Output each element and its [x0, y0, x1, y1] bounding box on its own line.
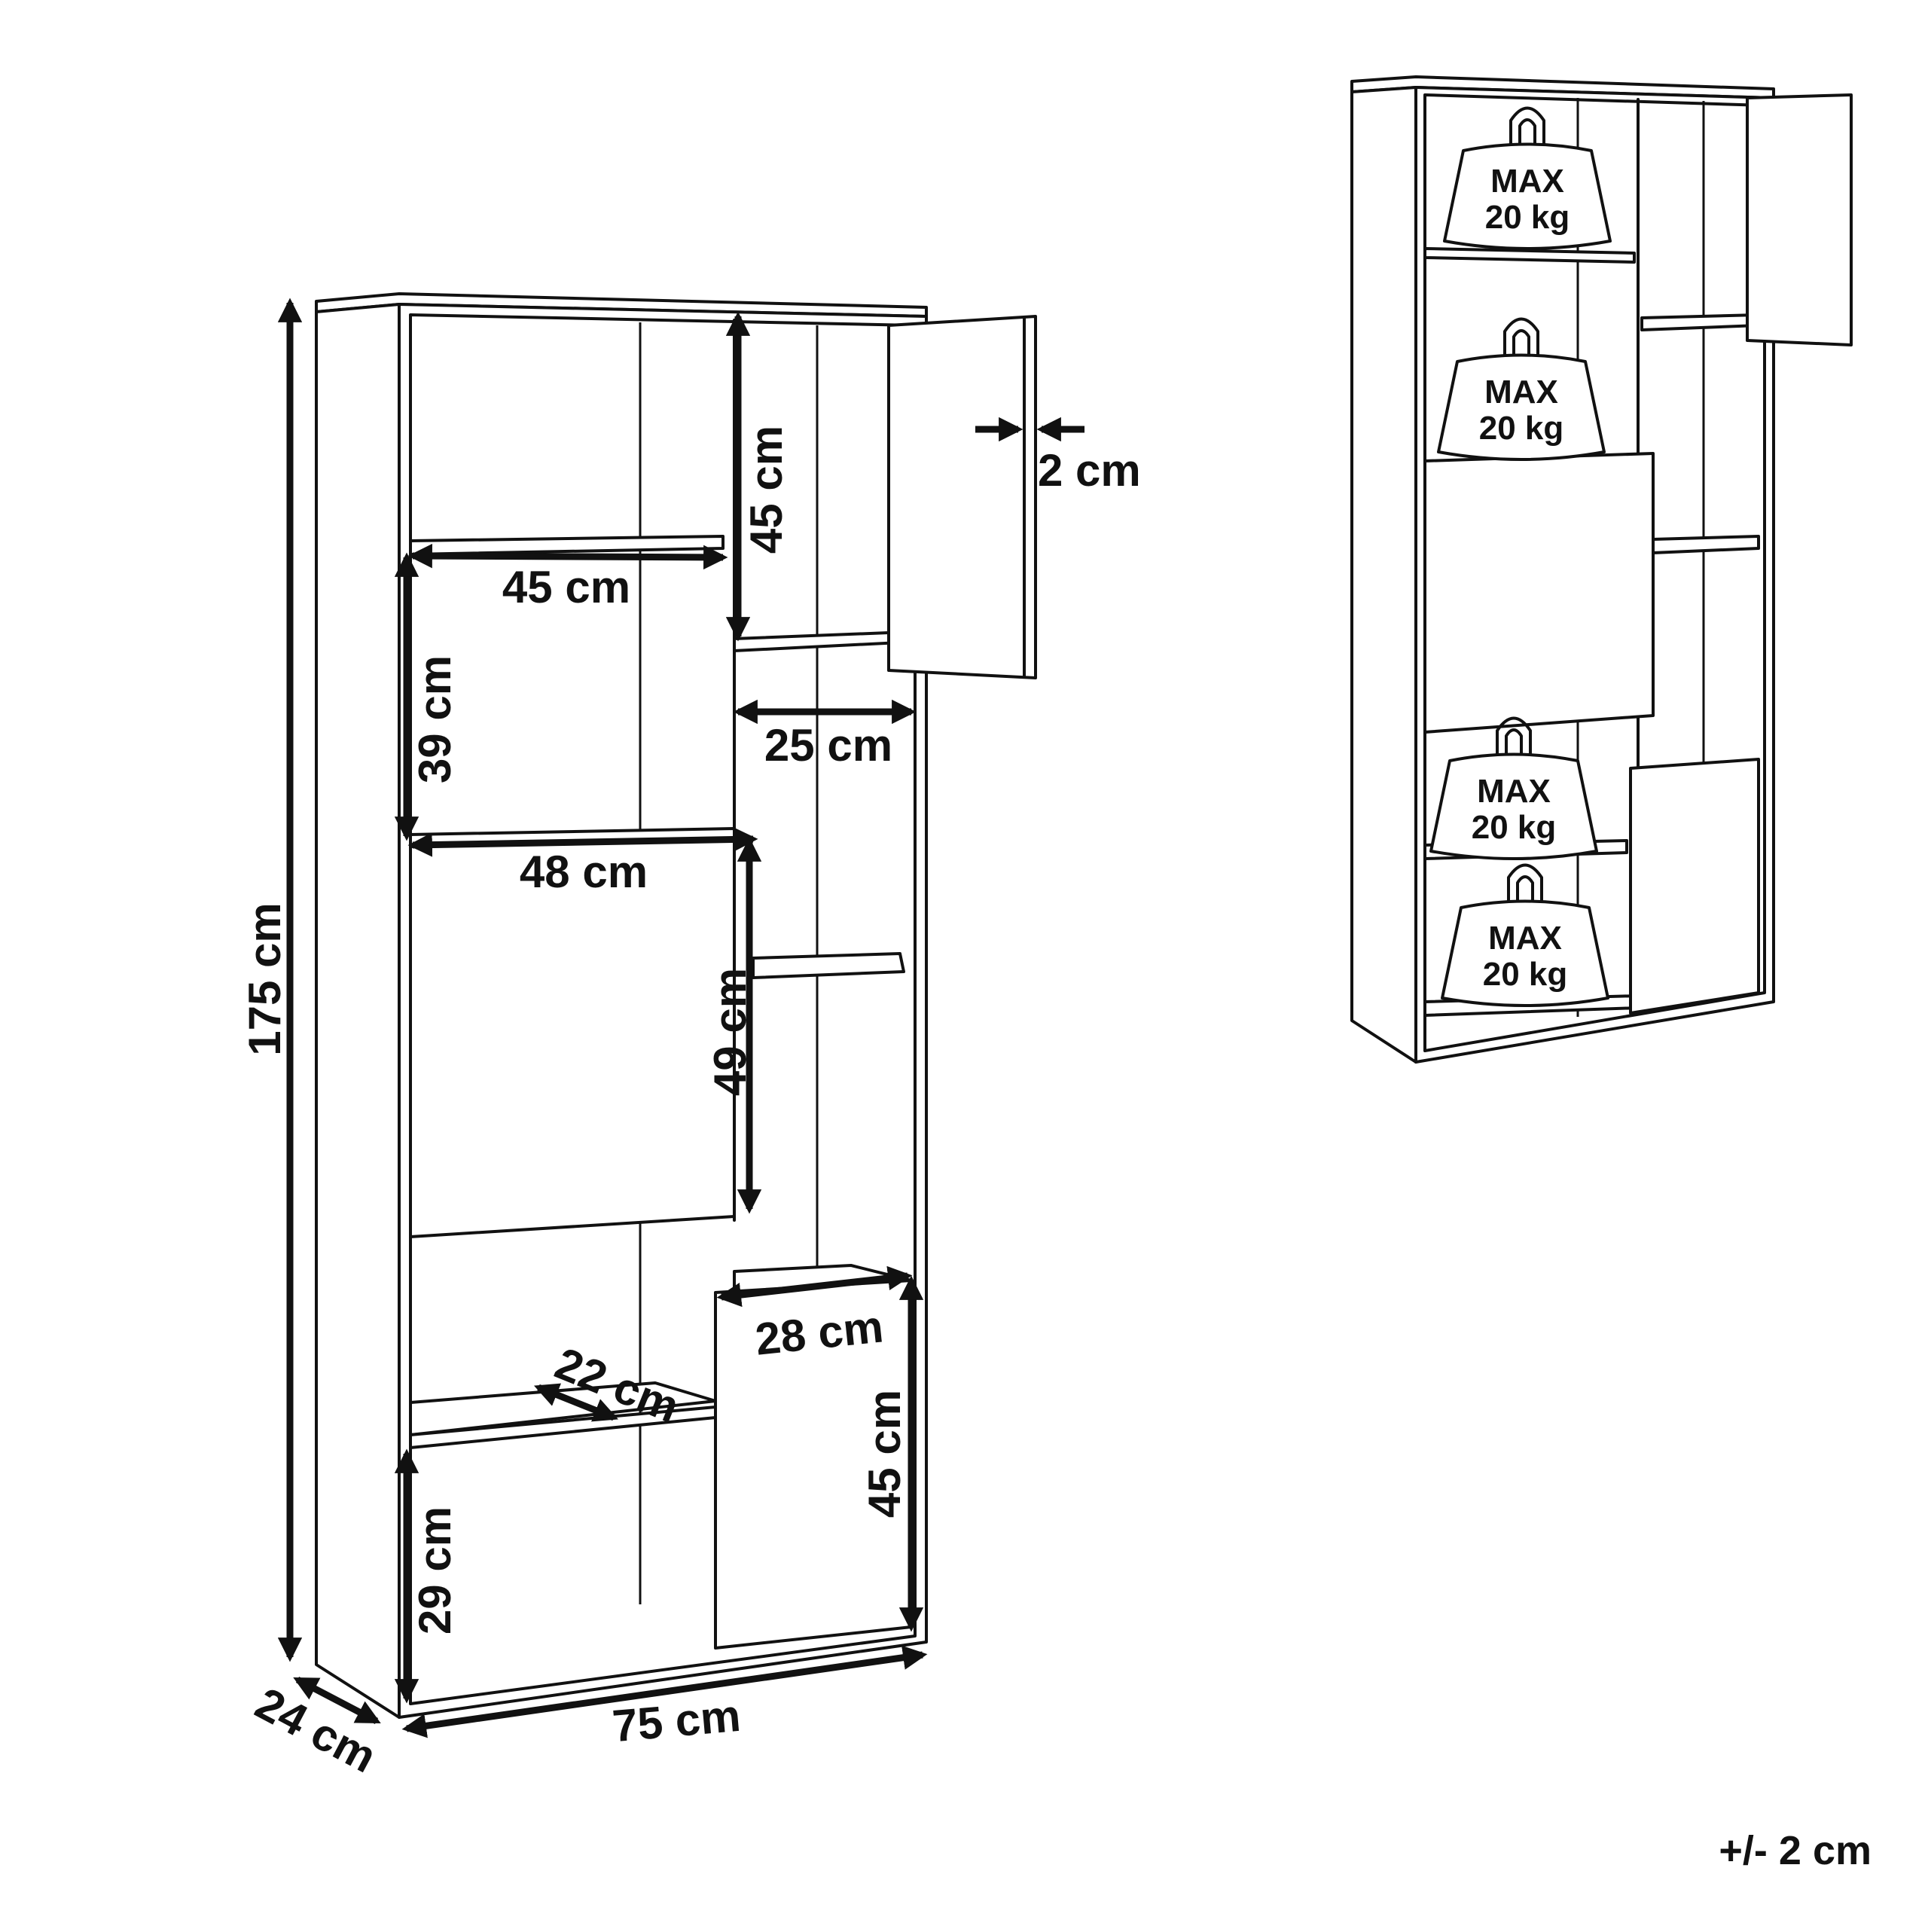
- weight-label-kg: 20 kg: [1483, 956, 1568, 993]
- weight-label-kg: 20 kg: [1485, 199, 1570, 236]
- dim-line-48: [407, 827, 758, 857]
- load-side-panel: [1350, 86, 1417, 1064]
- load-shelf-1: [1423, 247, 1636, 264]
- label-75: 75 cm: [611, 1690, 743, 1752]
- weight-handle-icon: [1496, 716, 1532, 758]
- left-side-panel: [315, 303, 412, 1719]
- weight-body-icon: [1443, 142, 1612, 250]
- weight-label-max: MAX: [1477, 773, 1551, 810]
- weight-3: MAX 20 kg: [1429, 716, 1598, 860]
- load-shelf-3: [1652, 535, 1760, 554]
- main-shelf-drawing: [315, 292, 1037, 1719]
- label-39: 39 cm: [410, 655, 460, 783]
- weight-body-icon: [1441, 899, 1609, 1007]
- dim-line-22: [533, 1383, 619, 1422]
- label-49: 49 cm: [705, 968, 755, 1096]
- load-lower-door: [1629, 758, 1760, 1015]
- weight-body-icon: [1429, 752, 1598, 860]
- dim-line-24: [293, 1677, 381, 1724]
- shelf-right-2: [752, 952, 905, 979]
- tolerance-note: +/- 2 cm: [1719, 1828, 1872, 1873]
- weight-body-icon: [1437, 353, 1606, 461]
- label-29: 29 cm: [410, 1506, 460, 1634]
- load-weights: MAX 20 kg MAX 20 kg MAX 20 kg MAX 20 kg: [1429, 106, 1612, 1007]
- label-2: 2 cm: [1038, 445, 1141, 496]
- label-175: 175 cm: [239, 902, 290, 1056]
- label-45-horizontal: 45 cm: [502, 562, 630, 612]
- weight-handle-icon: [1507, 863, 1543, 905]
- weight-label-kg: 20 kg: [1479, 410, 1564, 447]
- weight-label-max: MAX: [1484, 374, 1558, 411]
- weight-handle-icon: [1503, 317, 1539, 359]
- open-door-top: [887, 315, 1037, 679]
- dim-line-28: [716, 1265, 913, 1308]
- flap-door-left: [409, 839, 736, 1238]
- dim-line-45-horizontal: [407, 543, 728, 570]
- label-45-lower: 45 cm: [859, 1390, 910, 1518]
- dimension-lines: [277, 298, 1084, 1738]
- weight-label-max: MAX: [1488, 920, 1562, 957]
- dim-line-75: [401, 1645, 928, 1738]
- label-25: 25 cm: [764, 720, 892, 771]
- weight-4: MAX 20 kg: [1441, 863, 1609, 1007]
- weight-handle-icon: [1509, 106, 1545, 148]
- weight-2: MAX 20 kg: [1437, 317, 1606, 461]
- weight-1: MAX 20 kg: [1443, 106, 1612, 250]
- label-45-vertical: 45 cm: [741, 426, 792, 554]
- weight-label-max: MAX: [1490, 163, 1564, 200]
- weight-label-kg: 20 kg: [1472, 809, 1557, 846]
- label-48: 48 cm: [520, 847, 648, 897]
- load-open-door: [1746, 93, 1853, 346]
- load-flap-door: [1423, 452, 1655, 734]
